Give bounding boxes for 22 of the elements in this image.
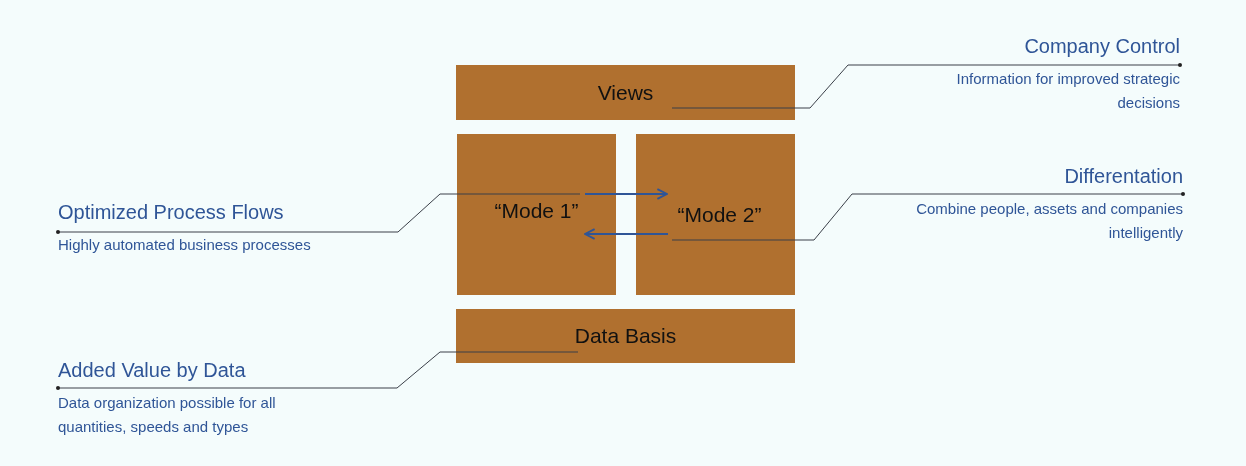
block-label: Views (597, 80, 654, 105)
leader-line (56, 351, 579, 390)
callout-heading: Differentation (1063, 164, 1183, 189)
block (456, 309, 795, 363)
block-label: “Mode 2” (677, 202, 762, 227)
block-label: “Mode 1” (494, 198, 579, 223)
callout-heading: Added Value by Data (58, 358, 247, 383)
leader-line (56, 193, 581, 234)
callout-text: Data organization possible for all quantities, speeds and types (58, 393, 277, 437)
block (457, 134, 616, 295)
block (636, 134, 795, 295)
callout-heading: Optimized Process Flows (58, 200, 285, 225)
block (456, 65, 795, 120)
arrow (584, 228, 669, 240)
callout-heading: Company Control (1023, 34, 1180, 59)
callout-text: Highly automated business processes (58, 235, 312, 255)
block-label: Data Basis (574, 324, 677, 348)
callout-text: Information for improved strategic decisions (955, 69, 1180, 113)
leader-line (671, 63, 1182, 109)
arrow (584, 188, 668, 200)
callout-text: Combine people, assets and companies intelligently (915, 199, 1183, 243)
leader-line (671, 192, 1185, 241)
